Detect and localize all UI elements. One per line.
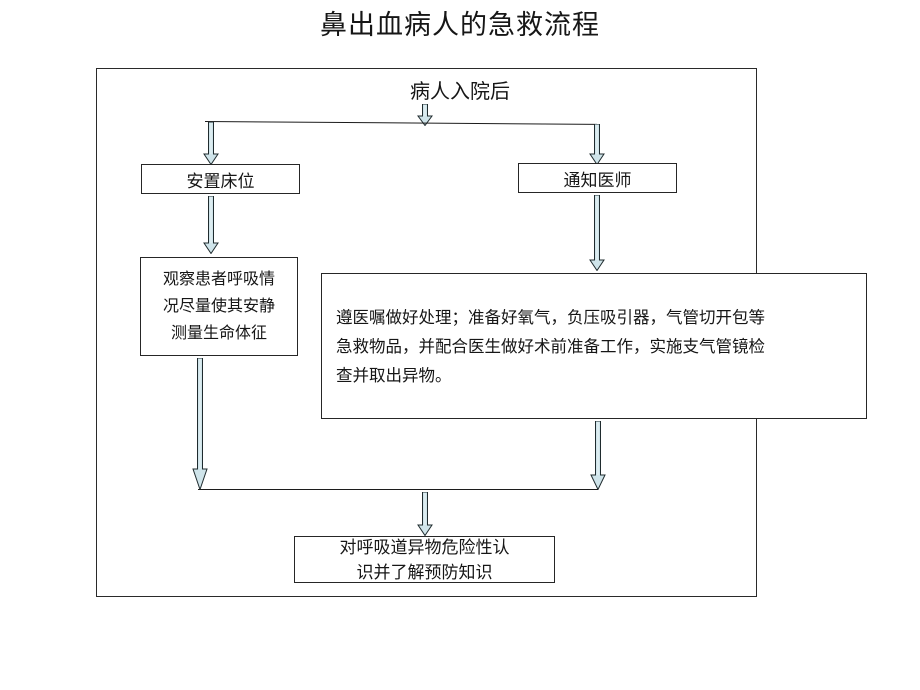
arrow-split-to-bed (203, 122, 219, 165)
arrow-notify-to-orders (589, 195, 605, 271)
arrow-observe-to-merge (192, 358, 208, 490)
arrow-orders-to-merge (590, 421, 606, 490)
flow-node-orders: 遵医嘱做好处理；准备好氧气，负压吸引器，气管切开包等 急救物品，并配合医生做好术… (321, 273, 867, 419)
flow-node-education-label: 对呼吸道异物危险性认 识并了解预防知识 (339, 537, 510, 582)
connector-merge-line-bottom (198, 489, 598, 490)
flow-node-bed-label: 安置床位 (186, 171, 255, 191)
flow-node-orders-label: 遵医嘱做好处理；准备好氧气，负压吸引器，气管切开包等 急救物品，并配合医生做好术… (336, 307, 765, 385)
page-title: 鼻出血病人的急救流程 (320, 10, 600, 40)
arrow-split-to-notify (589, 124, 605, 165)
flow-node-observe: 观察患者呼吸情 况尽量使其安静 测量生命体征 (140, 257, 298, 356)
flow-node-admission-label: 病人入院后 (410, 80, 510, 103)
flow-node-education: 对呼吸道异物危险性认 识并了解预防知识 (294, 536, 555, 583)
flow-node-notify-label: 通知医师 (563, 170, 632, 190)
flow-node-bed: 安置床位 (141, 164, 300, 194)
arrow-bed-to-observe (203, 196, 219, 254)
flow-node-admission: 病人入院后 (320, 72, 600, 106)
arrow-merge-to-education (417, 492, 433, 536)
flow-node-notify: 通知医师 (518, 163, 677, 193)
arrow-entry-to-split (417, 104, 433, 126)
flow-node-observe-label: 观察患者呼吸情 况尽量使其安静 测量生命体征 (162, 271, 275, 342)
